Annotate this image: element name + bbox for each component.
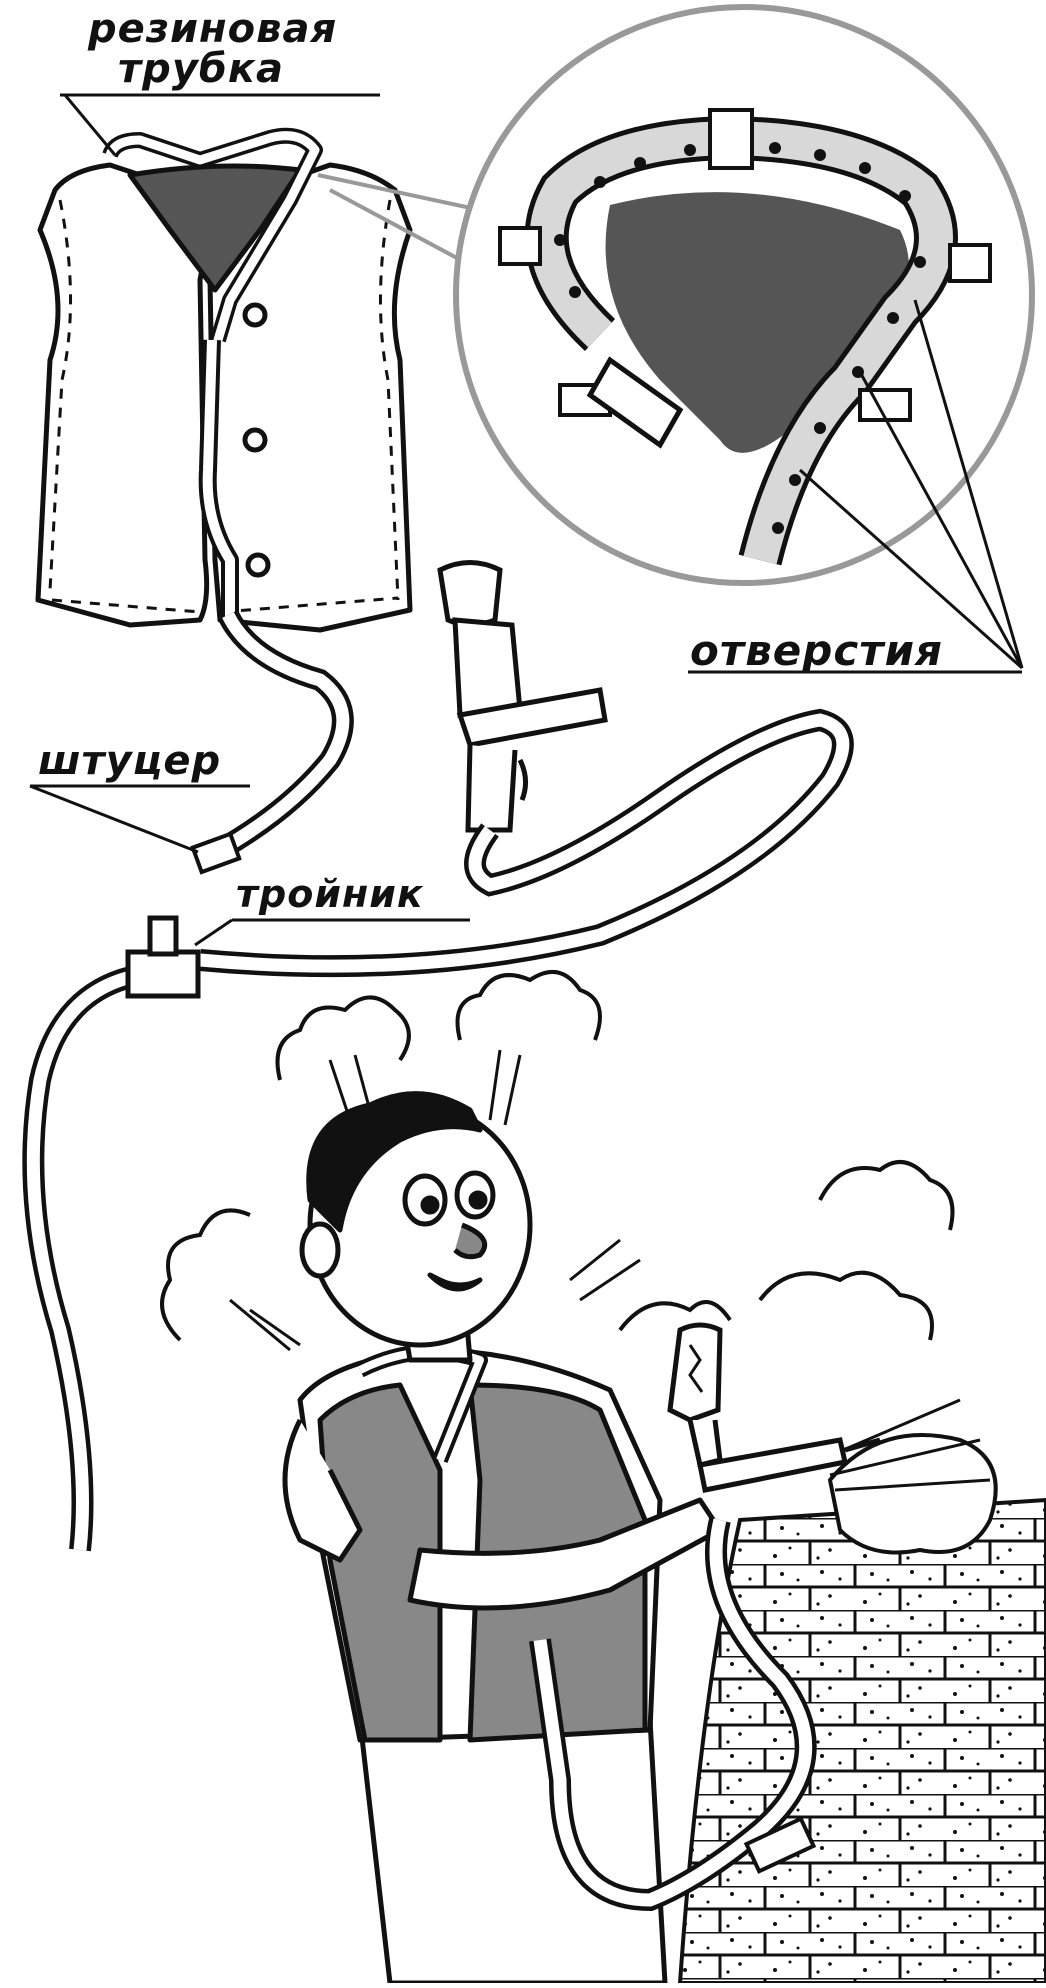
tube-leader-lines xyxy=(60,93,380,156)
label-rubber-tube-line2: трубка xyxy=(118,46,284,92)
hose-spray-gun xyxy=(199,708,854,978)
hose-hand-gun xyxy=(529,1517,817,1912)
brick-wall xyxy=(677,1433,1046,1985)
tube-holes xyxy=(554,142,926,534)
label-fitting: штуцер xyxy=(38,738,222,784)
hand-spray-gun-icon xyxy=(667,1322,881,1493)
hose-vest-to-fitting xyxy=(190,609,354,875)
tee-fitting-and-hose xyxy=(22,915,201,1552)
spray-mist-clouds xyxy=(160,970,955,1342)
label-holes: отверстия xyxy=(690,626,943,675)
spray-gun-icon xyxy=(437,560,608,833)
fitting-leader-lines xyxy=(29,784,470,947)
label-tee: тройник xyxy=(236,872,424,916)
painter-figure xyxy=(282,1091,723,1986)
vest-illustration xyxy=(35,127,413,633)
collar-detail-magnifier xyxy=(317,4,1035,586)
holes-leader-lines xyxy=(688,299,1024,674)
label-rubber-tube-line1: резиновая xyxy=(88,6,338,52)
